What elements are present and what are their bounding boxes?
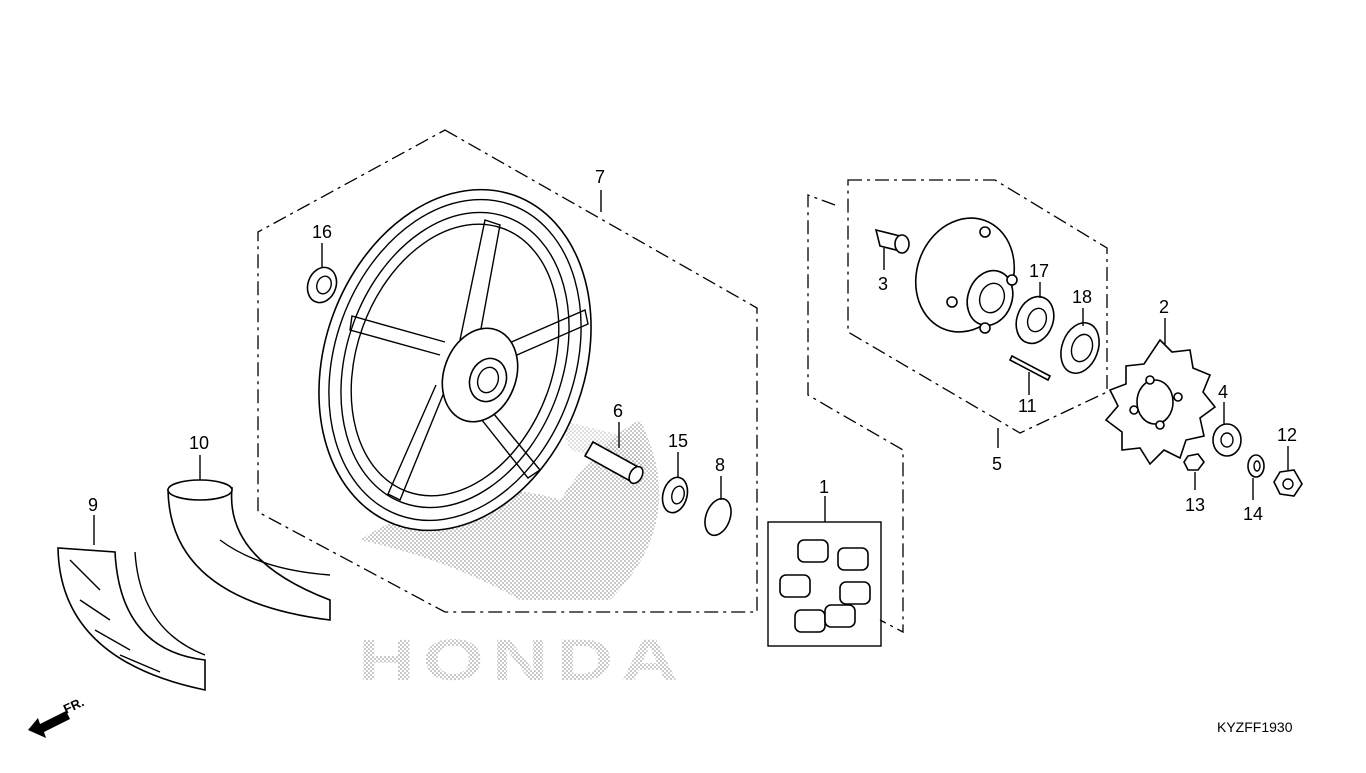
callout-9: 9	[88, 495, 98, 515]
front-arrow-icon	[28, 711, 70, 738]
callout-8: 8	[715, 455, 725, 475]
stud-bolt-11	[1008, 354, 1052, 382]
bearing-16	[306, 266, 338, 304]
bearing-17	[1015, 295, 1055, 345]
sprocket-2	[1104, 338, 1217, 466]
wheel-assembly-outline	[257, 129, 758, 613]
callout-3: 3	[878, 274, 888, 294]
hub-assembly-outline	[847, 179, 1108, 434]
leader-lines	[93, 190, 1289, 545]
tire-9	[57, 547, 206, 691]
callout-18: 18	[1072, 287, 1092, 307]
front-direction-indicator: FR.	[28, 694, 86, 738]
wheel-spokes	[349, 219, 589, 501]
callout-13: 13	[1185, 495, 1205, 515]
callout-17: 17	[1029, 261, 1049, 281]
rear-wheel	[318, 188, 592, 532]
callout-10: 10	[189, 433, 209, 453]
honda-watermark-text: HONDA	[358, 628, 686, 693]
hub-group-bracket	[807, 194, 904, 634]
callout-11: 11	[1018, 396, 1037, 416]
callout-12: 12	[1277, 425, 1297, 445]
callout-14: 14	[1243, 504, 1263, 524]
o-ring-8	[704, 497, 732, 537]
washer-14	[1247, 454, 1265, 478]
figure-code: KYZFF1930	[1217, 719, 1293, 735]
callout-4: 4	[1218, 382, 1228, 402]
callout-1: 1	[819, 477, 829, 497]
hub-flange-5	[914, 217, 1018, 334]
callout-16: 16	[312, 222, 332, 242]
collar-3	[874, 228, 910, 254]
collar-4	[1212, 423, 1242, 457]
callout-6: 6	[613, 401, 623, 421]
callout-7: 7	[595, 167, 605, 187]
inner-tube-10	[167, 479, 331, 621]
nut-13	[1183, 453, 1205, 471]
callout-15: 15	[668, 431, 688, 451]
callout-2: 2	[1159, 297, 1169, 317]
callout-5: 5	[992, 454, 1002, 474]
front-indicator-text: FR.	[61, 694, 86, 716]
nut-12	[1273, 469, 1303, 497]
distance-collar-6	[583, 440, 644, 485]
honda-watermark: HONDA	[358, 420, 686, 693]
bearing-15	[661, 476, 689, 514]
damper-rubber-1	[767, 521, 882, 647]
oil-seal-18	[1060, 322, 1100, 374]
